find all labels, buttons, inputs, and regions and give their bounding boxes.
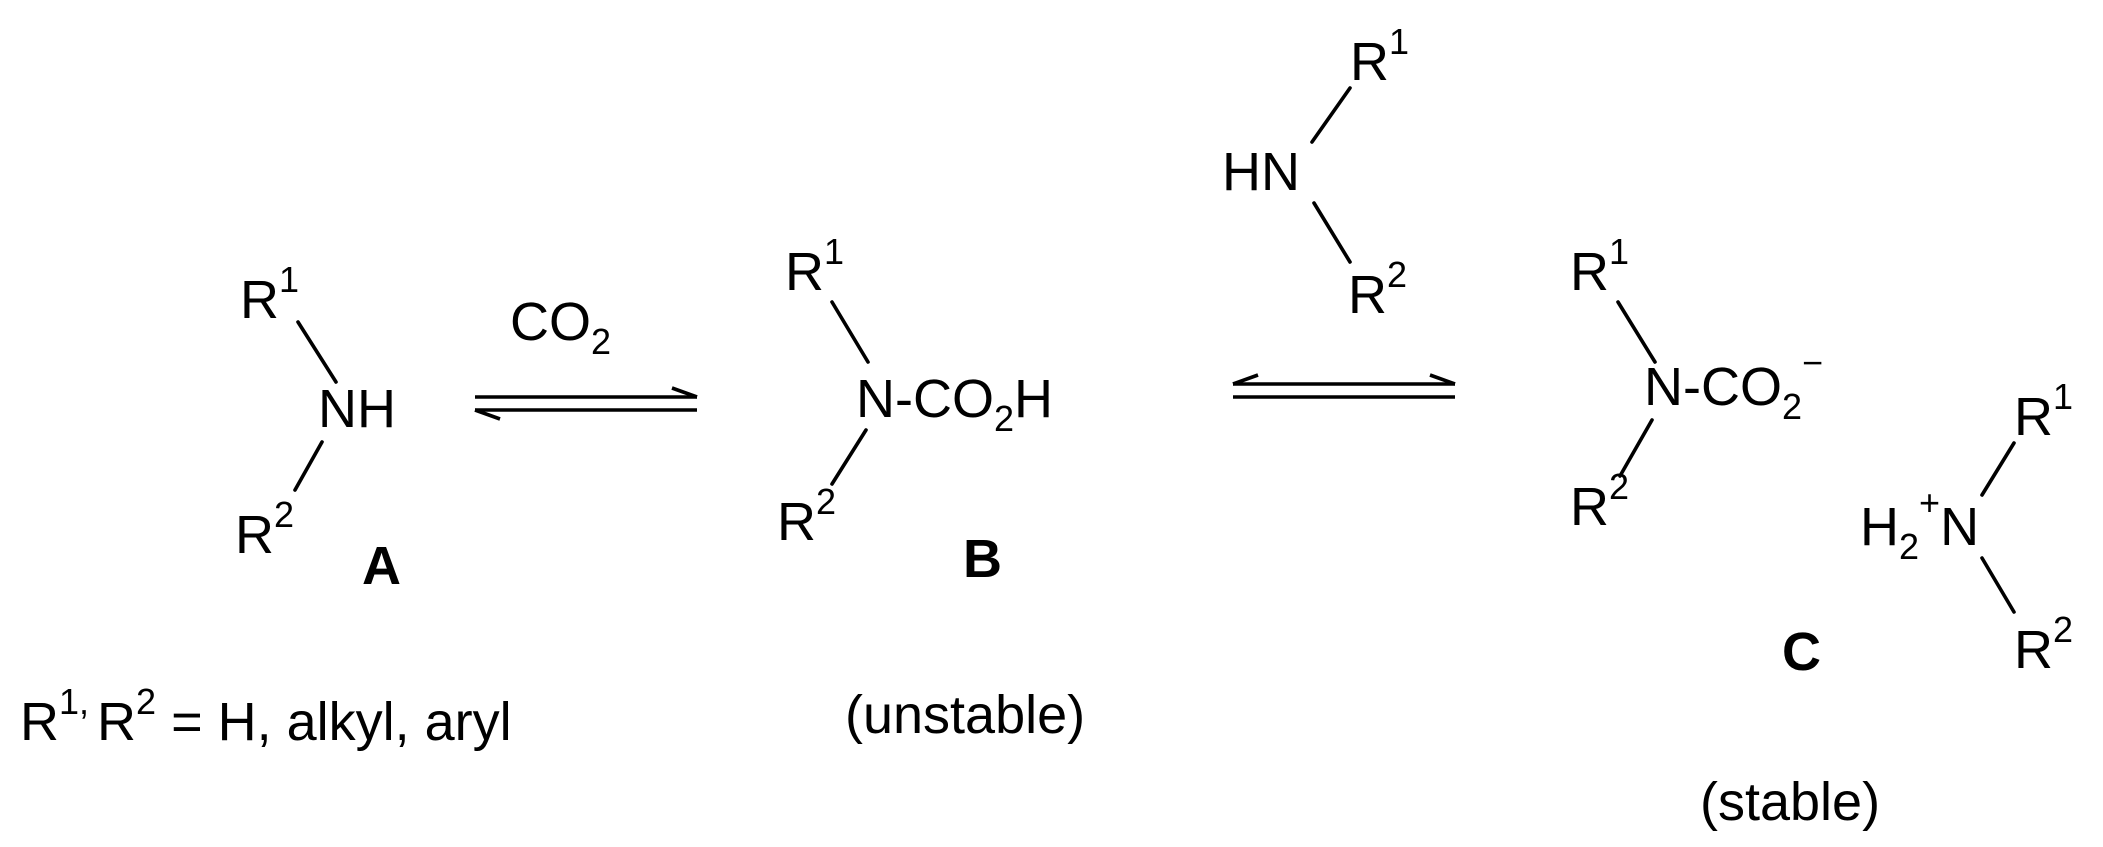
compound-a-bond-upper — [296, 320, 338, 384]
compound-a-r2: R2 — [235, 494, 294, 565]
equilibrium-arrow-2 — [1232, 373, 1456, 399]
compound-c-r2: R2 — [1570, 466, 1629, 537]
ammonium-bond-upper — [1980, 441, 2016, 497]
amine-hn: HN — [1222, 142, 1300, 202]
compound-c-bond-lower — [1618, 418, 1654, 478]
ammonium-r2: R2 — [2014, 609, 2073, 680]
compound-b-note: (unstable) — [845, 685, 1085, 745]
amine-bond-lower — [1312, 201, 1352, 264]
compound-c-bond-upper — [1616, 300, 1657, 364]
amine-r2: R2 — [1348, 254, 1407, 325]
compound-c-r1: R1 — [1570, 231, 1629, 302]
ammonium-bond-lower — [1980, 556, 2016, 614]
amine-reagent: R1 HN R2 — [1222, 21, 1409, 325]
compound-b-bond-upper — [830, 300, 870, 364]
amine-bond-upper — [1310, 86, 1352, 144]
compound-c-label: C — [1782, 622, 1821, 682]
compound-a-label: A — [362, 536, 401, 596]
compound-b-r2: R2 — [777, 481, 836, 552]
compound-c-carbamate-formula: N-CO2− — [1644, 342, 1823, 427]
compound-c-note: (stable) — [1700, 772, 1880, 832]
reagent-co2: CO2 — [510, 292, 611, 362]
compound-a-bond-lower — [293, 440, 324, 492]
amine-r1: R1 — [1350, 21, 1409, 92]
substituent-note: R1,R2 = H, alkyl, aryl — [20, 681, 512, 752]
compound-b-r1: R1 — [785, 231, 844, 302]
compound-a: R1 NH R2 A — [235, 259, 401, 596]
ammonium-formula: H2+N — [1860, 482, 1979, 567]
compound-a-r1: R1 — [240, 259, 299, 330]
ammonium-r1: R1 — [2014, 376, 2073, 447]
compound-a-nh: NH — [318, 379, 396, 439]
compound-b-bond-lower — [830, 428, 868, 486]
compound-c-ammonium: R1 H2+N R2 — [1860, 376, 2073, 680]
equilibrium-arrow-1 — [474, 386, 698, 421]
compound-b-label: B — [963, 529, 1002, 589]
compound-b: R1 N-CO2H R2 B (unstable) — [777, 231, 1085, 745]
compound-c-carbamate: R1 N-CO2− R2 — [1570, 231, 1823, 537]
compound-b-formula: N-CO2H — [856, 369, 1053, 439]
